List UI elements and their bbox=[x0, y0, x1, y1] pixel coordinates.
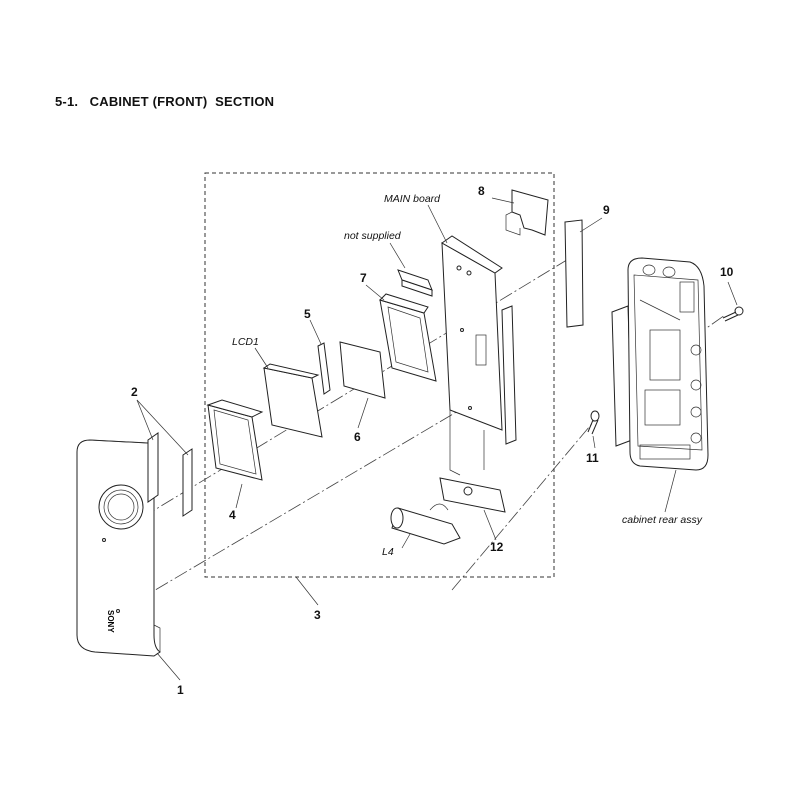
assembly-boundary bbox=[204, 172, 555, 578]
leader-11 bbox=[592, 435, 596, 449]
part-number-8: 8 bbox=[478, 184, 485, 198]
leader-5 bbox=[309, 319, 322, 345]
leader-1 bbox=[156, 652, 181, 681]
axis-line-lower bbox=[117, 403, 471, 613]
label-cabinet-rear-assy: cabinet rear assy bbox=[622, 514, 702, 526]
lcd-frame bbox=[206, 399, 264, 481]
leader-10 bbox=[727, 281, 738, 306]
leader-2b bbox=[136, 399, 189, 456]
leader-4 bbox=[235, 483, 243, 509]
part-number-12: 12 bbox=[490, 540, 504, 554]
connector-not-supplied bbox=[397, 269, 433, 297]
lcd-panel bbox=[262, 363, 323, 438]
leader-2a bbox=[136, 399, 154, 441]
coil-l4 bbox=[390, 503, 461, 545]
leader-7 bbox=[365, 284, 385, 301]
sheet-part-6 bbox=[339, 341, 386, 399]
leader-cabinet-rear bbox=[664, 469, 677, 513]
strip-part-5 bbox=[317, 342, 331, 395]
part-number-6: 6 bbox=[354, 430, 361, 444]
part-number-5: 5 bbox=[304, 307, 311, 321]
main-board bbox=[441, 235, 503, 431]
leader-12 bbox=[483, 509, 497, 541]
bracket-part-12 bbox=[439, 477, 506, 513]
part-number-9: 9 bbox=[603, 203, 610, 217]
screw-part-10 bbox=[722, 306, 744, 322]
part-number-11: 11 bbox=[586, 451, 599, 465]
part-number-7: 7 bbox=[360, 271, 367, 285]
frame-part-7 bbox=[379, 293, 437, 382]
leader-3 bbox=[295, 576, 319, 606]
label-lcd1: LCD1 bbox=[232, 336, 259, 348]
leader-8 bbox=[491, 197, 515, 204]
cabinet-rear-assy bbox=[611, 257, 709, 471]
bracket-part-8 bbox=[505, 189, 549, 236]
part-number-2: 2 bbox=[131, 385, 138, 399]
leader-lcd1 bbox=[254, 347, 269, 369]
axis-line-screw-11 bbox=[451, 419, 596, 591]
leader-9 bbox=[579, 217, 603, 233]
page-title: 5-1. CABINET (FRONT) SECTION bbox=[55, 94, 275, 109]
leader-l4 bbox=[401, 533, 411, 549]
part-number-1: 1 bbox=[177, 683, 184, 697]
leader-not-supplied bbox=[389, 242, 406, 269]
logo-text: SONY bbox=[106, 610, 115, 633]
label-main-board: MAIN board bbox=[384, 193, 441, 205]
label-l4: L4 bbox=[382, 546, 394, 558]
part-number-10: 10 bbox=[720, 265, 734, 279]
label-not-supplied: not supplied bbox=[344, 230, 401, 242]
leader-main-board bbox=[427, 204, 448, 244]
screw-part-11 bbox=[587, 410, 600, 435]
flex-cable bbox=[449, 410, 485, 476]
part-number-3: 3 bbox=[314, 608, 321, 622]
sheet-part-9 bbox=[564, 219, 584, 328]
front-cabinet: SONY bbox=[76, 439, 161, 657]
main-board-rear-panel bbox=[501, 305, 517, 445]
leader-6 bbox=[357, 397, 369, 429]
sheet-part-2 bbox=[147, 432, 193, 517]
part-number-4: 4 bbox=[229, 508, 236, 522]
